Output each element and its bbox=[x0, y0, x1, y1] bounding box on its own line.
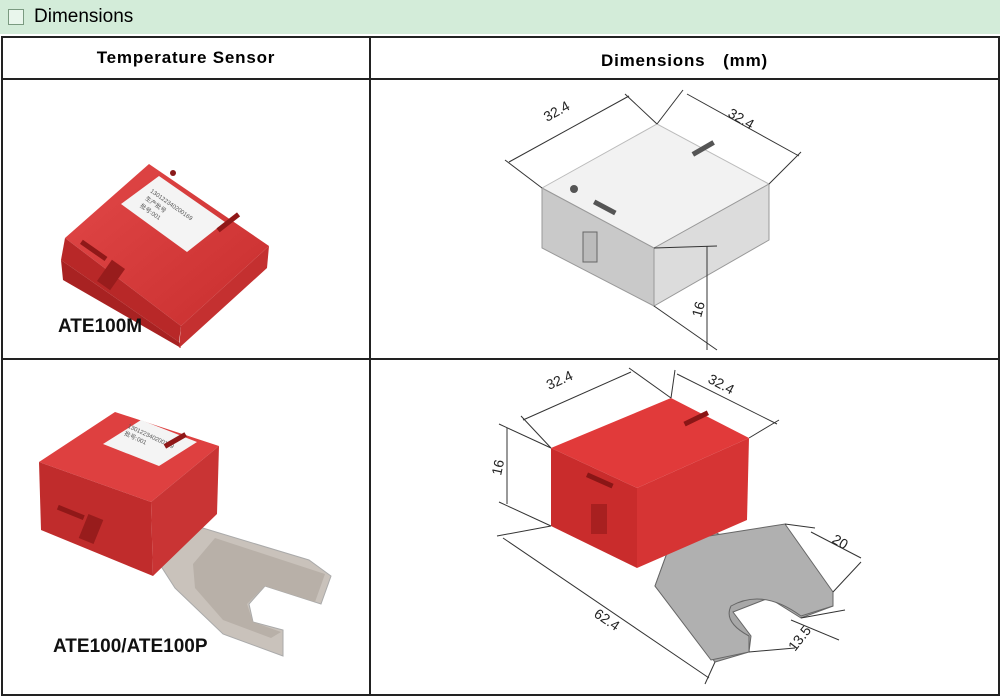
sensor-right-face bbox=[151, 446, 219, 576]
dim-length: 62.4 bbox=[591, 605, 623, 634]
table-row: 130122340200169 生产批号 批号:001 ATE100M bbox=[1, 78, 1000, 360]
dim-depth: 32.4 bbox=[706, 371, 738, 398]
section-title: Dimensions bbox=[34, 6, 134, 27]
body-right bbox=[637, 438, 749, 568]
sensor-left-face bbox=[61, 238, 181, 342]
body-right bbox=[653, 183, 770, 307]
body-top bbox=[551, 398, 749, 488]
sensor-label bbox=[103, 420, 197, 466]
model-name: ATE100M bbox=[58, 316, 143, 337]
dim-slot: 13.5 bbox=[785, 622, 815, 653]
dimensions-table: Temperature Sensor Dimensions (mm) bbox=[1, 36, 1000, 696]
dimension-drawing-cell: 32.4 32.4 16 20 62.4 13.5 bbox=[369, 358, 1000, 696]
dim-height: 16 bbox=[488, 458, 507, 477]
dim-tab-width: 20 bbox=[830, 531, 852, 553]
checkbox-icon bbox=[8, 9, 24, 25]
header-temperature-sensor: Temperature Sensor bbox=[1, 36, 371, 80]
ate100p-photo: 130122340200169 批号:001 bbox=[39, 412, 332, 657]
table-row: 130122340200169 批号:001 ATE100/ATE100P bbox=[1, 358, 1000, 696]
model-name: ATE100/ATE100P bbox=[53, 636, 208, 657]
sensor-top-face bbox=[65, 164, 269, 326]
dimension-drawing-cell: 32.4 32.4 16 bbox=[369, 78, 1000, 360]
section-banner: Dimensions bbox=[0, 0, 1000, 34]
dim-width: 32.4 bbox=[544, 367, 576, 393]
ate100m-dimension-drawing: 32.4 32.4 16 bbox=[504, 89, 802, 351]
table-header-row: Temperature Sensor Dimensions (mm) bbox=[1, 36, 1000, 80]
ate100p-dimension-drawing: 32.4 32.4 16 20 62.4 13.5 bbox=[488, 367, 862, 685]
header-dimensions: Dimensions (mm) bbox=[369, 36, 1000, 80]
sensor-right-face bbox=[179, 246, 269, 348]
ate100m-photo: 130122340200169 生产批号 批号:001 bbox=[61, 164, 269, 348]
sensor-photo-cell: 130122340200169 批号:001 ATE100/ATE100P bbox=[1, 358, 371, 696]
sensor-label bbox=[121, 176, 225, 252]
dim-depth: 32.4 bbox=[726, 105, 758, 133]
dim-width: 32.4 bbox=[541, 97, 573, 124]
sensor-photo-cell: 130122340200169 生产批号 批号:001 ATE100M bbox=[1, 78, 371, 360]
dim-height: 16 bbox=[688, 299, 708, 318]
